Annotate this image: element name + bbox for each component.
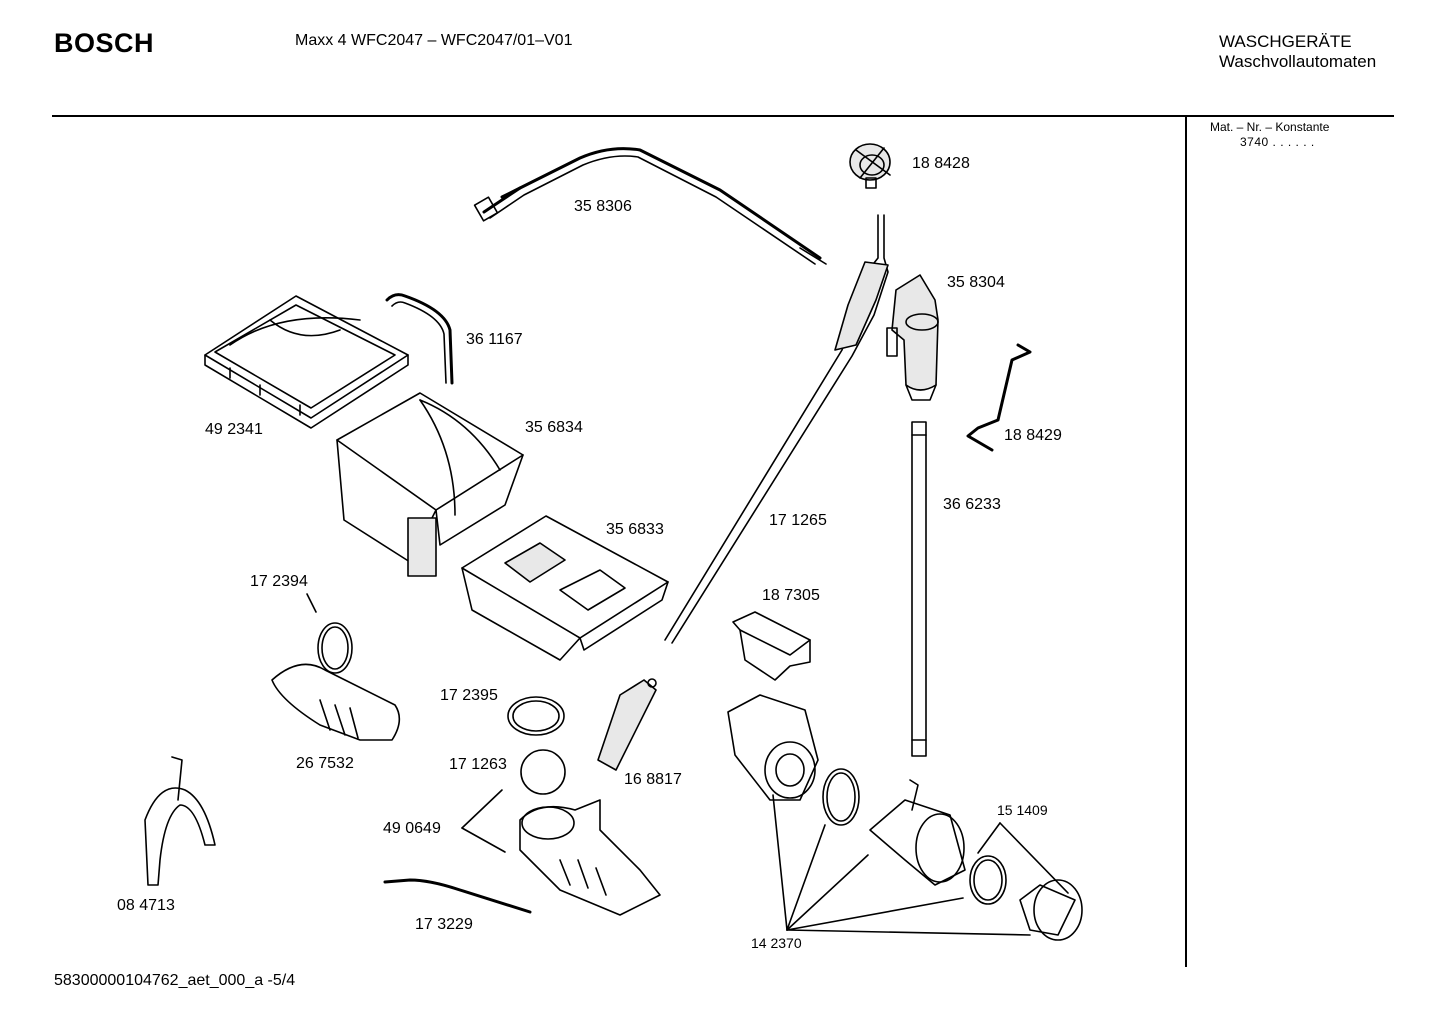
bracket-187305-drawing — [732, 611, 811, 681]
model-title: Maxx 4 WFC2047 – WFC2047/01–V01 — [295, 32, 573, 49]
ball-171263-drawing — [520, 749, 566, 795]
sump-hose-490649-drawing — [519, 799, 661, 916]
header-divider — [52, 115, 1394, 117]
hose-171265-drawing — [664, 214, 889, 644]
brand-logo: BOSCH — [54, 28, 155, 58]
part-label-187305: 18 7305 — [762, 587, 820, 604]
part-label-188429: 18 8429 — [1004, 427, 1062, 444]
part-label-188428: 18 8428 — [912, 155, 970, 172]
hose-188429-drawing — [966, 343, 1032, 452]
part-label-358304: 35 8304 — [947, 274, 1005, 291]
part-label-490649: 49 0649 — [383, 820, 441, 837]
dispenser-cover-492341-drawing — [204, 295, 409, 429]
bellows-hose-267532-drawing — [271, 663, 401, 741]
part-label-172395: 17 2395 — [440, 687, 498, 704]
part-label-356834: 35 6834 — [525, 419, 583, 436]
part-label-267532: 26 7532 — [296, 755, 354, 772]
dispenser-housing-356834-drawing — [336, 392, 524, 577]
part-label-171263: 17 1263 — [449, 756, 507, 773]
seal-rings-drawing — [317, 622, 1007, 905]
heater-168817-drawing — [597, 678, 657, 771]
part-label-356833: 35 6833 — [606, 521, 664, 538]
part-label-084713: 08 4713 — [117, 897, 175, 914]
sidebar-divider — [1185, 117, 1187, 967]
part-label-171265: 17 1265 — [769, 512, 827, 529]
filter-151409-drawing — [869, 779, 1083, 941]
hose-366233-drawing — [911, 421, 927, 757]
category-subtitle: Waschvollautomaten — [1219, 52, 1377, 71]
air-chamber-358304-drawing — [886, 274, 939, 401]
part-label-361167: 36 1167 — [466, 331, 523, 348]
leader-lines — [306, 593, 1069, 936]
part-label-173229: 17 3229 — [415, 916, 473, 933]
document-id: 58300000104762_aet_000_a -5/4 — [54, 972, 296, 989]
material-number-value: 3740 . . . . . . — [1240, 135, 1315, 149]
pressure-switch-188428-drawing — [849, 143, 891, 189]
part-label-358306: 35 8306 — [574, 198, 632, 215]
part-label-366233: 36 6233 — [943, 496, 1001, 513]
hose-361167-drawing — [385, 293, 454, 385]
part-label-151409: 15 1409 — [997, 802, 1048, 818]
dispenser-drawer-356833-drawing — [461, 515, 669, 661]
part-label-492341: 49 2341 — [205, 421, 263, 438]
part-label-172394: 17 2394 — [250, 573, 308, 590]
drain-pump-142370-drawing — [727, 694, 819, 801]
hose-358306-drawing — [473, 147, 827, 265]
hose-173229-drawing — [383, 878, 532, 914]
material-number-label: Mat. – Nr. – Konstante — [1210, 120, 1330, 134]
clamp-084713-drawing — [144, 756, 216, 886]
category-title: WASCHGERÄTE — [1219, 32, 1352, 51]
part-label-142370: 14 2370 — [751, 935, 802, 951]
part-label-168817: 16 8817 — [624, 771, 682, 788]
